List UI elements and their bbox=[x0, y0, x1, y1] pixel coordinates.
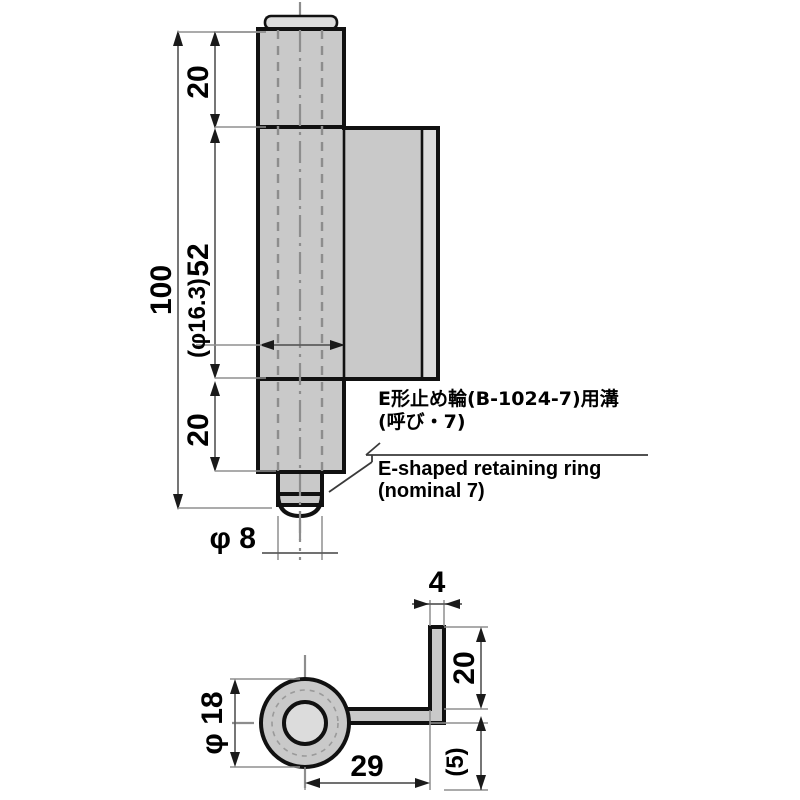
dimension-barrel-diameter: (φ16.3) bbox=[184, 278, 345, 358]
note-jp-line-2: (呼び・7) bbox=[378, 411, 466, 433]
dimension-flange-thickness: 4 bbox=[412, 566, 462, 626]
dim-phi18-arrow-top bbox=[230, 679, 240, 694]
dim-label-leaf-height: 52 bbox=[182, 243, 215, 276]
dim-4-arrow-right bbox=[445, 599, 460, 609]
dim-side20-arrow-bottom bbox=[476, 694, 486, 709]
dimension-flange-height: 20 bbox=[444, 626, 488, 710]
dim-label-leaf-length: 29 bbox=[350, 750, 383, 783]
side-bore-hidden-circle bbox=[271, 689, 339, 757]
dim-label-leaf-offset: (5) bbox=[442, 747, 469, 776]
dimension-top-knuckle: 20 bbox=[182, 31, 266, 129]
dim-4-arrow-left bbox=[414, 599, 429, 609]
front-elevation-view: 100 20 52 bbox=[145, 2, 648, 560]
dim-phi18-arrow-bottom bbox=[230, 752, 240, 767]
dim-52-arrow-top bbox=[210, 128, 220, 143]
dim-label-barrel-diameter: (φ16.3) bbox=[184, 278, 211, 358]
dim-label-flange-height: 20 bbox=[448, 651, 481, 684]
dim-29-arrow-right bbox=[415, 778, 430, 788]
dimension-leaf-height: 52 bbox=[182, 128, 266, 379]
dim-100-arrow-top bbox=[173, 30, 183, 46]
dim-label-pin-diameter: φ 8 bbox=[210, 522, 256, 555]
dimension-barrel-od: φ 18 bbox=[196, 678, 300, 768]
dim-top20-arrow-top bbox=[210, 31, 220, 46]
dimension-bottom-knuckle: 20 bbox=[182, 381, 276, 472]
dim-5-arrow-top bbox=[476, 716, 486, 731]
dim-side20-arrow-top bbox=[476, 627, 486, 642]
side-leaf-outline bbox=[305, 625, 446, 725]
dim-label-bottom-knuckle: 20 bbox=[182, 413, 215, 446]
note-en-line-2: (nominal 7) bbox=[378, 480, 485, 502]
side-bore-fill bbox=[284, 702, 326, 744]
dimension-leaf-length: 29 bbox=[304, 710, 431, 790]
dim-bot20-arrow-bottom bbox=[210, 457, 220, 472]
dim-5-arrow-bottom bbox=[476, 775, 486, 790]
dim-label-flange-thickness: 4 bbox=[429, 566, 446, 599]
dim-bot20-arrow-top bbox=[210, 381, 220, 396]
dim-label-top-knuckle: 20 bbox=[182, 65, 215, 98]
side-bore-outline bbox=[282, 700, 328, 746]
note-jp-line-1: E形止め輪(B-1024-7)用溝 bbox=[378, 387, 619, 410]
dim-29-arrow-left bbox=[305, 778, 320, 788]
dim-label-overall-height: 100 bbox=[145, 265, 178, 315]
dim-top20-arrow-bottom bbox=[210, 114, 220, 129]
dim-100-arrow-bottom bbox=[173, 494, 183, 510]
dim-52-arrow-bottom bbox=[210, 364, 220, 379]
dimension-overall-height: 100 bbox=[145, 30, 272, 510]
retaining-ring-leader bbox=[328, 461, 373, 493]
leaf-plate-fill bbox=[344, 128, 422, 379]
dim-label-barrel-od: φ 18 bbox=[196, 691, 229, 754]
dimension-leaf-offset: (5) bbox=[430, 716, 488, 791]
side-section-view: φ 18 4 20 bbox=[196, 566, 488, 791]
dimension-pin-diameter: φ 8 bbox=[210, 516, 338, 560]
dim-163-arrow-right bbox=[330, 340, 345, 350]
dim-163-arrow-left bbox=[259, 340, 274, 350]
leaf-edge-fill bbox=[422, 128, 438, 379]
retaining-ring-underline-tick bbox=[365, 442, 381, 456]
note-en-line-1: E-shaped retaining ring bbox=[378, 458, 601, 480]
retaining-ring-annotation: E形止め輪(B-1024-7)用溝 (呼び・7) E-shaped retain… bbox=[328, 387, 648, 502]
top-cap-fill bbox=[265, 16, 337, 29]
